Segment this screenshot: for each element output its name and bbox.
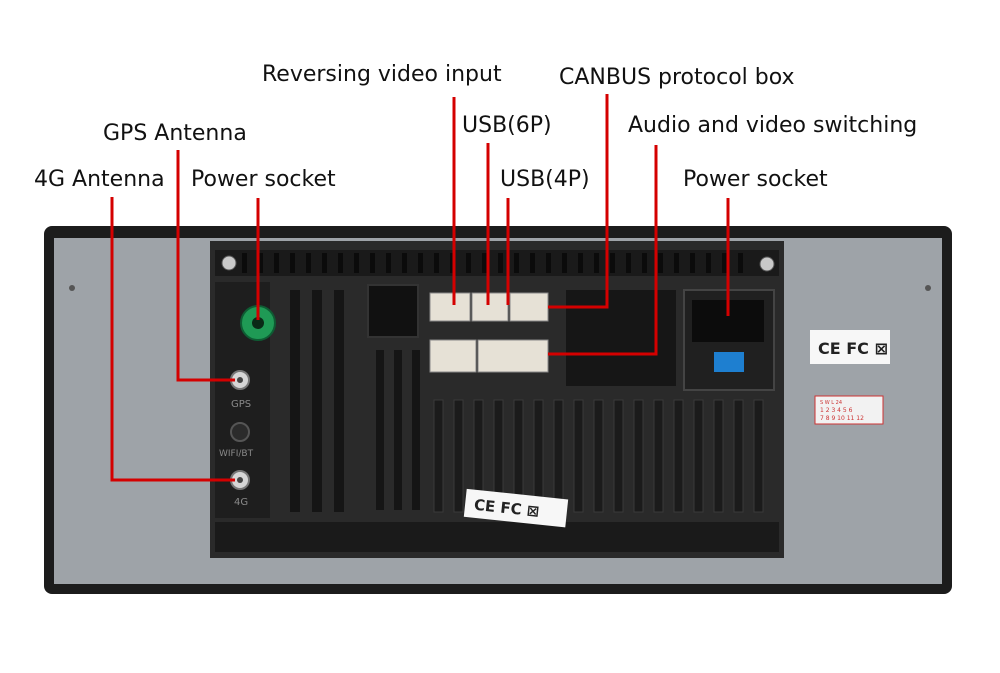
leader-gps-antenna — [176, 150, 235, 382]
power-socket-core — [252, 317, 264, 329]
channel-tag-row2: 1 2 3 4 5 6 — [820, 407, 853, 414]
gps-marking: GPS — [231, 399, 251, 410]
4g-marking: 4G — [234, 497, 248, 508]
housing-screw-left — [69, 285, 75, 291]
label-usb-4p: USB(4P) — [500, 167, 590, 192]
fuse — [714, 352, 744, 372]
cert-sticker-bottom: CE FC ⊠ — [463, 488, 569, 528]
channel-tag — [814, 395, 884, 425]
av-switching-connector-left — [429, 339, 477, 373]
top-vents — [242, 253, 743, 273]
leader-canbus — [548, 94, 609, 309]
label-power-socket-right: Power socket — [683, 167, 828, 192]
wifi-bt-port — [230, 422, 250, 442]
av-switching-connector-right — [477, 339, 549, 373]
bottom-strip — [215, 522, 779, 552]
cert-sticker-right — [810, 330, 890, 364]
label-4g-antenna: 4G Antenna — [34, 167, 165, 192]
cert-sticker-right-text: CE FC ⊠ — [818, 339, 888, 358]
channel-tag-row1: S W L 24 — [820, 400, 842, 406]
small-connector-box — [367, 284, 419, 338]
gps-antenna-port-core — [237, 377, 243, 383]
4g-antenna-port-core — [237, 477, 243, 483]
leader-4g-antenna — [110, 197, 235, 482]
label-power-socket-left: Power socket — [191, 167, 336, 192]
label-reversing-video-input: Reversing video input — [262, 62, 502, 87]
wifi-bt-marking: WIFI/BT — [219, 449, 254, 459]
channel-tag-row3: 7 8 9 10 11 12 — [820, 415, 864, 422]
reversing-video-connector — [429, 292, 471, 322]
label-canbus-protocol-box: CANBUS protocol box — [559, 65, 795, 90]
label-audio-video-switching: Audio and video switching — [628, 113, 918, 138]
label-gps-antenna: GPS Antenna — [103, 121, 247, 146]
label-usb-6p: USB(6P) — [462, 113, 552, 138]
left-fins — [290, 290, 420, 512]
usb-6p-connector — [471, 292, 509, 322]
leader-av-switching — [548, 145, 658, 356]
housing-screw-right — [925, 285, 931, 291]
canbus-dark-block — [566, 290, 676, 386]
usb-4p-connector — [509, 292, 549, 322]
center-fins — [433, 399, 764, 513]
leader-lines — [110, 94, 730, 482]
